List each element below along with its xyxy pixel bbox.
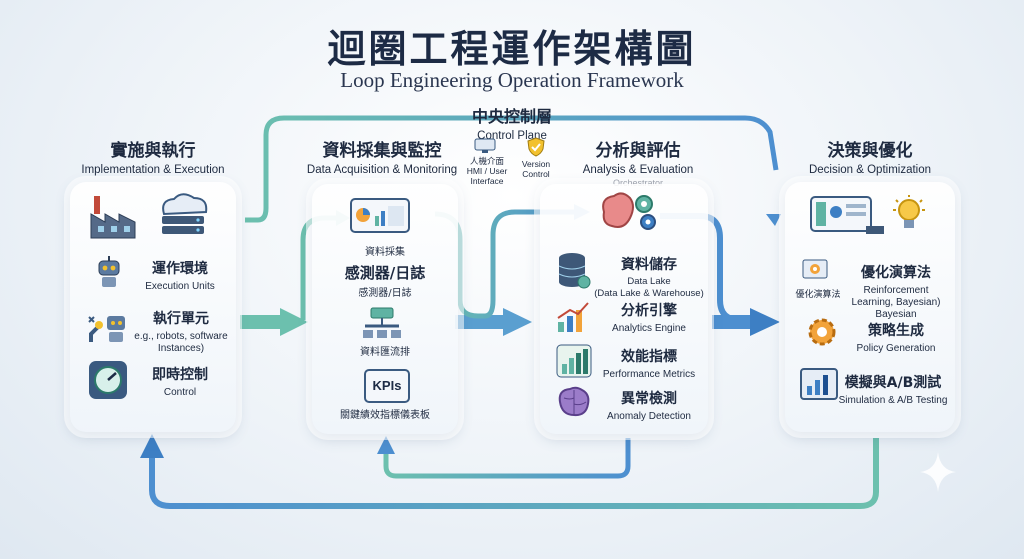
section-subtitle: Implementation & Execution (81, 164, 225, 176)
section-subtitle: Data Acquisition & Monitoring (306, 164, 458, 176)
optimization-algorithm-small: 優化演算法 (795, 290, 841, 300)
robot-icon (92, 255, 126, 295)
item-title: 異常檢測 (621, 391, 677, 407)
item-desc: Policy Generation (856, 343, 936, 354)
main-feedback-loop-arrow (149, 438, 879, 509)
data-storage-item: 資料儲存 Data Lake (Data Lake & Warehouse) (592, 254, 706, 300)
section-header-decision: 決策與優化 Decision & Optimization (790, 136, 950, 176)
item-title: 執行單元 (153, 311, 209, 327)
section-title: 資料採集與監控 (322, 141, 442, 161)
sensor-log-sub: 感測器/日誌 (358, 288, 412, 299)
item-title: 即時控制 (152, 367, 208, 383)
analytics-engine-item: 分析引擎 Analytics Engine (598, 300, 700, 335)
shield-check-icon (527, 137, 545, 161)
brain-gear-icon (596, 190, 662, 238)
control-plane-title: 中央控制層 (471, 107, 552, 126)
database-icon (556, 252, 592, 294)
robot-arm-icon (85, 308, 131, 350)
section-title: 分析與評估 (595, 141, 681, 161)
data-bus-icon (361, 306, 403, 344)
sparkle-icon (920, 452, 956, 492)
item-desc: Reinforcement Learning, Bayesian) Bayesi… (851, 285, 941, 320)
kpi-dashboard-label: 關鍵績效指標儀表板 (340, 410, 430, 421)
page-title: 迴圈工程運作架構圖 (327, 26, 697, 71)
hmi-label-en: HMI / User Interface (466, 166, 508, 186)
item-desc: Anomaly Detection (607, 411, 691, 422)
section-header-acquisition: 資料採集與監控 Data Acquisition & Monitoring (294, 136, 470, 176)
item-desc: Control (163, 387, 197, 398)
brain-icon (556, 386, 592, 422)
kpi-icon: KPIs (364, 369, 410, 403)
item-desc: Performance Metrics (602, 369, 696, 380)
simulation-ab-item: 模擬與A/B測試 Simulation & A/B Testing (836, 372, 950, 407)
section-subtitle: Analysis & Evaluation (582, 164, 694, 176)
realtime-control-item: 即時控制 Control (138, 364, 222, 399)
item-title: 運作環境 (152, 261, 208, 277)
gauge-icon (88, 360, 128, 404)
section-subtitle: Decision & Optimization (808, 164, 932, 176)
item-desc: Simulation & A/B Testing (838, 395, 948, 406)
monitor-icon (474, 138, 496, 158)
sensor-log-title: 感測器/日誌 (344, 264, 426, 282)
chart-up-icon (556, 300, 592, 338)
data-acquisition-item: 資料採集 (365, 247, 405, 258)
arrow-acq-curve (434, 209, 575, 319)
factory-icon (88, 192, 138, 244)
feedback-arrow-analysis-to-acq (383, 438, 631, 479)
anomaly-detection-item: 異常檢測 Anomaly Detection (598, 388, 700, 423)
dashboard-icon (350, 198, 410, 238)
item-desc: Data Lake (Data Lake & Warehouse) (594, 276, 704, 299)
cloud-server-icon (150, 190, 212, 246)
section-title: 實施與執行 (110, 141, 196, 161)
data-bus-label: 資料匯流排 (360, 347, 410, 358)
item-desc: Execution Units (145, 281, 215, 292)
section-header-analysis: 分析與評估 Analysis & Evaluation Orchestrator (558, 136, 718, 188)
section-header-execution: 實施與執行 Implementation & Execution (64, 136, 242, 176)
control-dashboard-icon (810, 196, 886, 240)
execution-unit-item: 執行單元 e.g., robots, software Instances) (132, 308, 230, 355)
policy-generation-item: 策略生成 Policy Generation (848, 320, 944, 355)
bar-chart-icon (556, 344, 592, 382)
page-subtitle: Loop Engineering Operation Framework (340, 68, 684, 92)
optimization-algorithm-item: 優化演算法 Reinforcement Learning, Bayesian) … (846, 262, 946, 321)
item-desc: Analytics Engine (612, 323, 686, 334)
hmi-label-zh: 人機介面 (469, 156, 504, 166)
version-control-label: Version Control (521, 159, 551, 179)
control-plane-arrowhead (766, 214, 781, 226)
gear-icon (804, 314, 840, 354)
item-title: 分析引擎 (621, 303, 677, 319)
lightbulb-icon (892, 194, 926, 238)
item-desc: e.g., robots, software Instances) (134, 331, 228, 354)
simulation-icon (800, 368, 838, 406)
section-note: Orchestrator (612, 178, 663, 188)
control-plane-loop-arrow (245, 115, 779, 223)
execution-env-item: 運作環境 Execution Units (138, 258, 222, 293)
item-title: 優化演算法 (861, 265, 931, 281)
item-title: 策略生成 (868, 323, 924, 339)
performance-metrics-item: 效能指標 Performance Metrics (598, 346, 700, 381)
item-title: 效能指標 (621, 349, 677, 365)
section-title: 決策與優化 (827, 141, 913, 161)
algorithm-icon (802, 259, 828, 287)
item-title: 資料儲存 (621, 257, 677, 273)
item-title: 模擬與A/B測試 (844, 375, 942, 391)
